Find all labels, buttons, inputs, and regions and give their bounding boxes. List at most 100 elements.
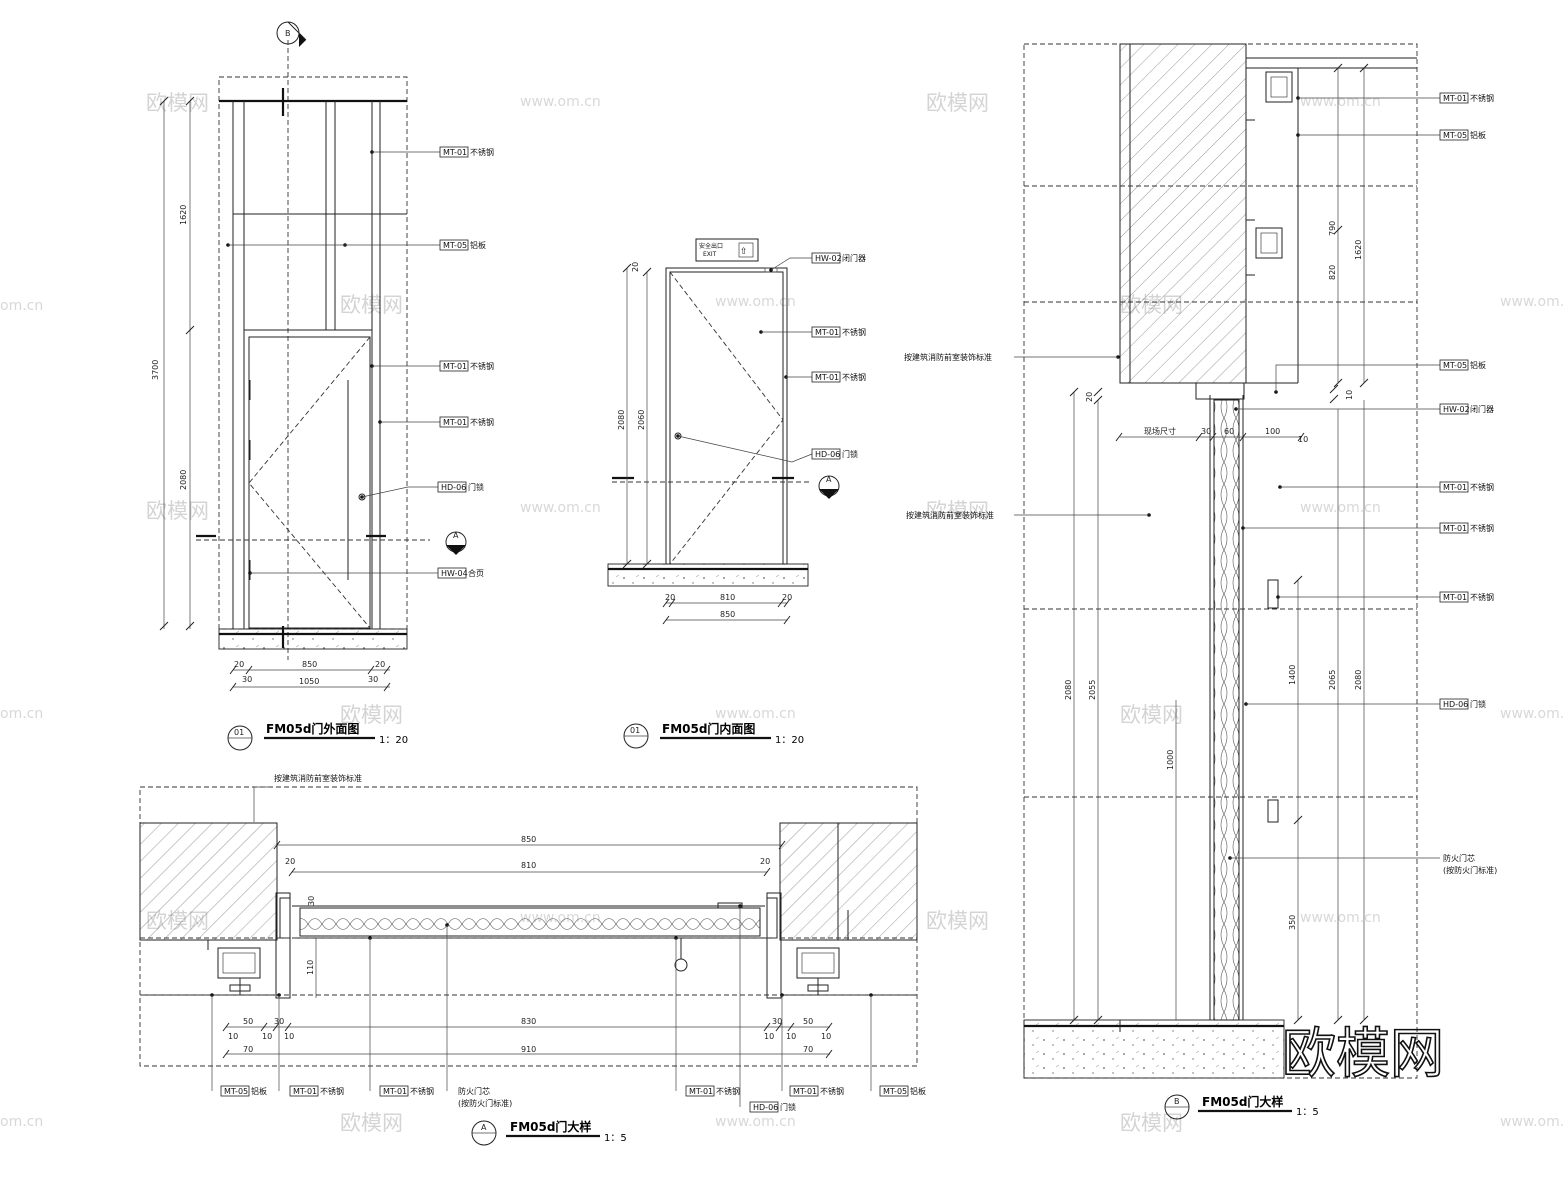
svg-text:防火门芯: 防火门芯 [458,1086,490,1096]
svg-text:MT-01: MT-01 [1443,524,1467,533]
dim-2065: 2065 [1328,670,1337,690]
svg-text:不锈钢: 不锈钢 [1470,592,1494,602]
dim-820: 820 [1328,265,1337,280]
svg-text:⇧: ⇧ [740,247,748,257]
dim-2080: 2080 [617,410,626,430]
note-standard: 按建筑消防前室装饰标准 [906,510,994,520]
svg-text:MT-05: MT-05 [1443,131,1467,140]
svg-text:HD-06: HD-06 [815,450,840,459]
watermark-site: om.cn [0,1114,43,1130]
watermark-site: www.om.cn [520,94,601,110]
section-marker-b: B [276,21,307,47]
plan-detail-a: 按建筑消防前室装饰标准 850 8 [139,773,926,1146]
leader-mt01: MT-01 不锈钢 [674,936,740,1097]
svg-text:FM05d门内面图: FM05d门内面图 [662,721,755,736]
leader-mt01: MT-01 不锈钢 [1276,591,1494,603]
leader-mt05: MT-05 铝板 [869,993,926,1097]
watermark-brand: 欧模网 [926,499,989,523]
svg-text:不锈钢: 不锈钢 [716,1086,740,1096]
section-detail-b: 20 2080 2055 1000 790 820 1620 10 1400 2… [904,43,1497,1120]
watermark-brand: 欧模网 [1120,1111,1183,1135]
leader-mt05: MT-05 铝板 [1274,359,1486,394]
svg-text:合页: 合页 [468,568,484,578]
leader-hd06: HD-06 门锁 [360,481,484,499]
leader-mt01: MT-01 不锈钢 [378,416,494,428]
svg-text:MT-05: MT-05 [1443,361,1467,370]
svg-text:HW-04: HW-04 [441,569,468,578]
svg-text:HD-06: HD-06 [1443,700,1468,709]
svg-text:不锈钢: 不锈钢 [470,361,494,371]
leader-mt01: MT-01 不锈钢 [368,936,434,1097]
svg-text:A: A [481,1123,487,1132]
svg-text:MT-01: MT-01 [815,373,839,382]
section-marker-a: A [818,475,840,499]
svg-text:不锈钢: 不锈钢 [820,1086,844,1096]
watermark-site: www.om.cn [520,500,601,516]
svg-text:不锈钢: 不锈钢 [470,147,494,157]
watermark-brand: 欧模网 [340,1111,403,1135]
svg-text:30: 30 [307,896,316,906]
svg-text:50: 50 [243,1017,253,1026]
svg-text:HW-02: HW-02 [815,254,842,263]
svg-text:门锁: 门锁 [468,482,484,492]
svg-text:铝板: 铝板 [910,1086,926,1096]
svg-text:铝板: 铝板 [470,240,486,250]
watermark-site: www.om.cn [1300,94,1381,110]
leader-mt05: MT-05 铝板 [210,993,267,1097]
note-standard: 按建筑消防前室装饰标准 [904,352,992,362]
svg-text:01: 01 [234,728,244,737]
dim-850: 850 [302,660,317,669]
svg-text:不锈钢: 不锈钢 [842,327,866,337]
watermark-site: www.om.cn [1500,706,1564,722]
leader-core: 防火门芯 (按防火门标准) [445,923,512,1108]
leader-hw04: HW-04 合页 [248,567,484,579]
leader-hd06: HD-06 门锁 [1244,698,1486,710]
leader-mt01: MT-01 不锈钢 [1278,481,1494,493]
svg-text:闭门器: 闭门器 [842,253,866,263]
outer-boundary [218,76,408,630]
title-plan: A FM05d门大样 1：5 [471,1119,627,1146]
dim-30: 30 [368,675,378,684]
dim-850: 850 [521,835,536,844]
svg-text:B: B [1174,1097,1180,1106]
svg-text:B: B [285,29,291,38]
svg-text:MT-05: MT-05 [883,1087,907,1096]
dim-2080: 2080 [179,470,188,490]
dim-810: 810 [720,593,735,602]
svg-text:FM05d门外面图: FM05d门外面图 [266,721,359,736]
svg-text:不锈钢: 不锈钢 [470,417,494,427]
dim-30: 30 [242,675,252,684]
dim-2080: 2080 [1354,670,1363,690]
svg-text:20: 20 [782,593,792,602]
leader-hd06: HD-06 门锁 [676,434,858,463]
note-site-size: 现场尺寸 [1144,426,1176,436]
watermark-brand: 欧模网 [146,91,209,115]
svg-text:20: 20 [285,857,295,866]
dim-790: 790 [1328,221,1337,236]
svg-text:FM05d门大样: FM05d门大样 [1202,1094,1283,1109]
leader-standard: 按建筑消防前室装饰标准 [906,510,1151,520]
svg-text:20: 20 [1085,392,1094,402]
svg-text:MT-01: MT-01 [293,1087,317,1096]
svg-text:1：5: 1：5 [1296,1107,1319,1118]
svg-text:不锈钢: 不锈钢 [410,1086,434,1096]
svg-text:门锁: 门锁 [842,449,858,459]
section-marker-a: A [445,531,467,555]
svg-text:70: 70 [243,1045,253,1054]
dim-810: 810 [521,861,536,870]
svg-text:FM05d门大样: FM05d门大样 [510,1119,591,1134]
svg-text:门锁: 门锁 [780,1102,796,1112]
watermark-site: www.om.cn [1500,1114,1564,1130]
svg-text:HW-02: HW-02 [1443,405,1470,414]
svg-text:门锁: 门锁 [1470,699,1486,709]
svg-text:10: 10 [228,1032,238,1041]
svg-text:(按防火门标准): (按防火门标准) [458,1098,512,1108]
dim-1050: 1050 [299,677,319,686]
watermark-site: www.om.cn [715,706,796,722]
watermark-brand: 欧模网 [340,703,403,727]
svg-text:10: 10 [764,1032,774,1041]
dim-350: 350 [1288,915,1297,930]
dim-20: 20 [375,660,385,669]
svg-text:MT-01: MT-01 [793,1087,817,1096]
